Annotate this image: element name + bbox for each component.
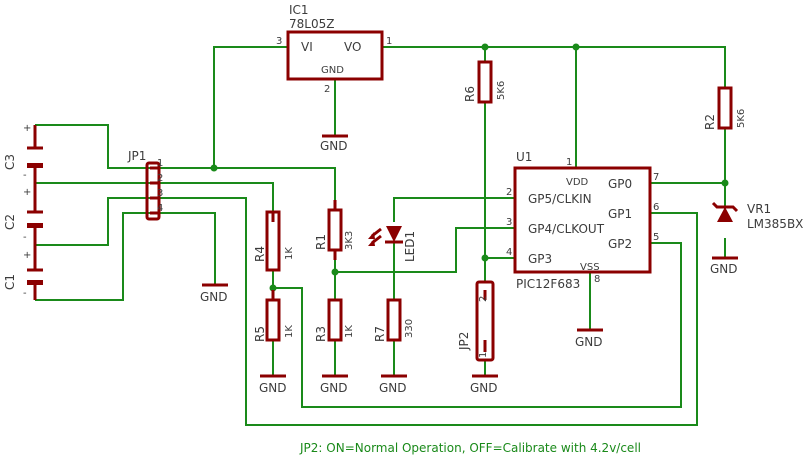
r7-value: 330 <box>404 319 415 338</box>
vr1-value: LM385BX <box>747 217 803 231</box>
capacitor-c2: C2 + - <box>3 183 43 245</box>
resistor-r4: R4 1K <box>253 210 295 272</box>
ic1-pin-gnd: GND <box>321 65 344 76</box>
jp1-name: JP1 <box>127 149 146 163</box>
r1-value: 3K3 <box>344 231 355 250</box>
r6-value: 5K6 <box>496 81 507 100</box>
u1-microcontroller: U1 PIC12F683 VDD 1 VSS 8 GP5/CLKIN GP4/C… <box>506 150 659 291</box>
jp2-pin2: 2 <box>478 296 489 302</box>
gnd-ic1: GND <box>320 134 348 153</box>
jp2-pin1: 1 <box>478 352 489 358</box>
led1: LED1 <box>368 226 417 262</box>
u1-vss-num: 8 <box>594 274 600 285</box>
r4-name: R4 <box>253 246 267 262</box>
u1-pin5-num: 5 <box>653 232 659 243</box>
ic1-value: 78L05Z <box>289 17 334 31</box>
r6-name: R6 <box>463 86 477 102</box>
u1-value: PIC12F683 <box>516 277 580 291</box>
junction-dots <box>210 43 729 292</box>
gnd-ic1-label: GND <box>320 139 348 153</box>
c3-minus: - <box>23 170 27 181</box>
jp1-pin4: 4 <box>157 203 163 214</box>
c2-plus: + <box>23 187 31 198</box>
jp2-jumper: JP2 2 1 <box>457 280 495 362</box>
jp1-connector: JP1 1 2 3 4 <box>127 149 163 221</box>
u1-pin7-num: 7 <box>653 172 659 183</box>
gnd-jp1-label: GND <box>200 290 228 304</box>
r4-value: 1K <box>284 247 295 260</box>
c1-name: C1 <box>3 274 17 290</box>
gnd-r5: GND <box>259 374 287 395</box>
c1-plus: + <box>23 250 31 261</box>
u1-name: U1 <box>516 150 532 164</box>
resistor-r5: R5 1K <box>253 290 295 342</box>
u1-vdd-num: 1 <box>566 157 572 168</box>
jp1-pin1: 1 <box>157 158 163 169</box>
u1-pin2-num: 2 <box>506 187 512 198</box>
c2-minus: - <box>23 232 27 243</box>
ic1-regulator: IC1 78L05Z VI VO GND 3 1 2 <box>276 3 392 95</box>
r3-name: R3 <box>314 326 328 342</box>
led1-name: LED1 <box>403 231 417 262</box>
u1-pin-gp0: GP0 <box>608 177 632 191</box>
c3-name: C3 <box>3 154 17 170</box>
u1-pin-gp1: GP1 <box>608 207 632 221</box>
resistor-r3: R3 1K <box>314 298 355 342</box>
gnd-r5-label: GND <box>259 381 287 395</box>
u1-pin-gp4: GP4/CLKOUT <box>528 222 605 236</box>
jp1-pin3: 3 <box>157 188 163 199</box>
gnd-jp2-label: GND <box>470 381 498 395</box>
r5-name: R5 <box>253 326 267 342</box>
gnd-jp1: GND <box>200 283 228 304</box>
gnd-r7: GND <box>379 374 407 395</box>
ic1-pin-vi: VI <box>301 40 313 54</box>
ic1-pin-vo: VO <box>344 40 361 54</box>
jp2-name: JP2 <box>457 332 471 351</box>
u1-vss-label: VSS <box>580 262 600 273</box>
gnd-vr1-label: GND <box>710 262 738 276</box>
r2-name: R2 <box>703 114 717 130</box>
u1-pin4-num: 4 <box>506 247 512 258</box>
gnd-symbols: GND GND GND GND GND GND GND GND <box>200 134 738 395</box>
u1-vdd-label: VDD <box>566 177 589 188</box>
jp1-pin2: 2 <box>157 173 163 184</box>
r3-value: 1K <box>344 325 355 338</box>
r5-value: 1K <box>284 325 295 338</box>
c1-minus: - <box>23 288 27 299</box>
resistor-r1: R1 3K3 <box>314 200 355 260</box>
u1-pin-gp5: GP5/CLKIN <box>528 192 592 206</box>
u1-pin3-num: 3 <box>506 217 512 228</box>
resistor-r7: R7 330 <box>373 298 415 342</box>
u1-pin-gp3: GP3 <box>528 252 552 266</box>
ic1-pin1-num: 1 <box>386 36 392 47</box>
gnd-vr1: GND <box>710 256 738 276</box>
ic1-name: IC1 <box>289 3 309 17</box>
gnd-r7-label: GND <box>379 381 407 395</box>
capacitor-c1: C1 + - <box>3 245 43 300</box>
gnd-u1: GND <box>575 328 603 349</box>
gnd-r3-label: GND <box>320 381 348 395</box>
vr1-reference: VR1 LM385BX <box>711 201 803 231</box>
resistor-r6: R6 5K6 <box>463 60 507 104</box>
gnd-jp2: GND <box>470 374 498 395</box>
ic1-pin2-num: 2 <box>324 84 330 95</box>
resistor-r2: R2 5K6 <box>703 86 747 130</box>
gnd-r3: GND <box>320 374 348 395</box>
capacitor-c3: C3 + - <box>3 123 43 183</box>
c2-name: C2 <box>3 214 17 230</box>
r7-name: R7 <box>373 326 387 342</box>
r2-value: 5K6 <box>736 109 747 128</box>
u1-pin-gp2: GP2 <box>608 237 632 251</box>
ic1-pin3-num: 3 <box>276 36 282 47</box>
u1-pin6-num: 6 <box>653 202 659 213</box>
c3-plus: + <box>23 123 31 134</box>
r1-name: R1 <box>314 234 328 250</box>
footer-note: JP2: ON=Normal Operation, OFF=Calibrate … <box>299 441 641 455</box>
gnd-u1-label: GND <box>575 335 603 349</box>
vr1-name: VR1 <box>747 202 771 216</box>
